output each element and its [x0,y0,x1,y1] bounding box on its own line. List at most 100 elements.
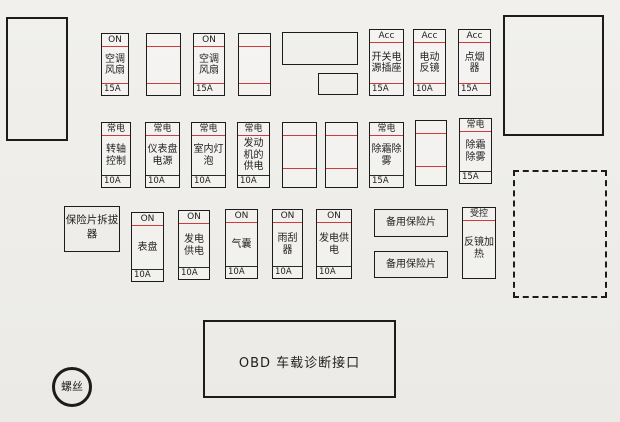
fuse-r2c4: 常电 发动机的供电 10A [237,122,270,188]
fuse-r1c8: Acc 电动反镜 10A [413,29,446,96]
fuse-power-label: ON [108,35,122,45]
spare-fuse-slot-2: 备用保险片 [374,251,448,278]
red-line [326,135,357,136]
red-line [370,135,403,136]
fuse-r1c1: ON 空调风扇 15A [101,33,129,96]
fuse-function-label: 气囊 [231,238,252,250]
fuse-r3c3: ON 气囊 10A [225,209,258,279]
red-line [102,135,130,136]
wide-empty-slot-top [282,32,358,65]
fuse-r2c1: 常电 转轴控制 10A [101,122,131,188]
right-relay-block [503,15,604,136]
red-line [460,131,491,132]
fuse-r2c2: 常电 仪表盘电源 10A [145,122,180,188]
red-line [239,83,270,84]
fuse-power-label: Acc [466,31,483,41]
fuse-function-label: 开关电源插座 [371,51,402,75]
fuse-r2c7: 常电 除霜除雾 15A [369,122,404,188]
divider-line [102,175,130,176]
fuse-function-label: 室内灯泡 [193,144,224,167]
fuse-r2c8 [415,120,447,186]
red-line [194,46,224,47]
fuse-power-label: ON [234,211,249,221]
divider-line [146,175,179,176]
divider-line [192,175,225,176]
fuse-r1c3: ON 空调风扇 15A [193,33,225,96]
fuse-power-label: ON [327,211,341,221]
fuse-r3c5: ON 发电供电 10A [316,209,352,279]
divider-line [238,175,269,176]
spare-fuse-label-2: 备用保险片 [386,259,436,270]
divider-line [179,267,209,268]
fuse-power-label: 常电 [244,124,263,134]
fuse-amp-label: 15A [461,84,478,94]
divider-line [460,171,491,172]
fuse-power-label: 常电 [466,120,485,130]
fuse-power-label: 常电 [106,124,125,134]
divider-line [317,266,351,267]
divider-line [132,269,163,270]
fuse-function-label: 除霜除雾 [465,140,486,163]
fuse-r3c4: ON 雨刮器 10A [272,209,303,279]
divider-line [226,266,257,267]
fuse-amp-label: 15A [372,84,389,94]
fuse-r1c2 [146,33,181,96]
fuse-r1c9: Acc 点烟器 15A [458,29,491,96]
fuse-amp-label: 15A [372,176,389,186]
red-line [132,225,163,226]
red-line [179,223,209,224]
fuse-amp-label: 10A [319,267,336,277]
fuse-amp-label: 10A [104,176,121,186]
fuse-amp-label: 10A [148,176,165,186]
fuse-r3c8: 受控 反镜加热 [462,207,496,279]
fuse-power-label: ON [140,214,155,224]
red-line [283,168,316,169]
red-line [326,168,357,169]
fuse-function-label: 除霜除雾 [371,144,402,167]
fuse-power-label: Acc [378,31,395,41]
red-line [414,42,445,43]
spare-fuse-label-1: 备用保险片 [386,217,436,228]
wide-empty-slot-bottom [318,73,358,95]
fuse-function-label: 发电供电 [184,234,204,257]
fuse-r2c9: 常电 除霜除雾 15A [459,118,492,184]
red-line [414,83,445,84]
dashed-relay-slot [513,170,607,298]
red-line [317,222,351,223]
red-line [239,46,270,47]
fuse-r2c6 [325,122,358,188]
fuse-amp-label: 10A [275,267,292,277]
red-line [147,83,180,84]
fuse-r2c3: 常电 室内灯泡 10A [191,122,226,188]
fuse-puller-label: 保险片拆拔器 [65,214,119,240]
fuse-power-label: 受控 [469,209,488,219]
fuse-r3c1: ON 表盘 10A [131,212,164,282]
screw-label: 螺丝 [61,380,83,393]
red-line [463,220,495,221]
fuse-amp-label: 15A [196,84,213,94]
fuse-power-label: 常电 [377,124,396,134]
red-line [370,42,403,43]
fuse-function-label: 空调风扇 [105,53,125,77]
fuse-function-label: 仪表盘电源 [147,144,178,167]
fuse-r1c4 [238,33,271,96]
red-line [102,46,128,47]
screw-marker: 螺丝 [52,367,92,407]
fuse-power-label: 常电 [199,124,218,134]
fuse-function-label: 雨刮器 [277,233,298,256]
fuse-amp-label: 10A [416,84,433,94]
obd-port-label: OBD 车载诊断接口 [238,356,361,371]
red-line [459,42,490,43]
red-line [459,83,490,84]
fuse-function-label: 电动反镜 [419,51,440,75]
fuse-amp-label: 10A [134,270,151,280]
fuse-function-label: 发动机的供电 [243,138,264,173]
fuse-amp-label: 10A [181,268,198,278]
fuse-puller-slot: 保险片拆拔器 [64,206,120,252]
red-line [283,135,316,136]
fuse-function-label: 点烟器 [464,51,485,75]
fuse-power-label: ON [202,35,216,45]
fuse-function-label: 转轴控制 [106,144,126,167]
red-line [194,83,224,84]
